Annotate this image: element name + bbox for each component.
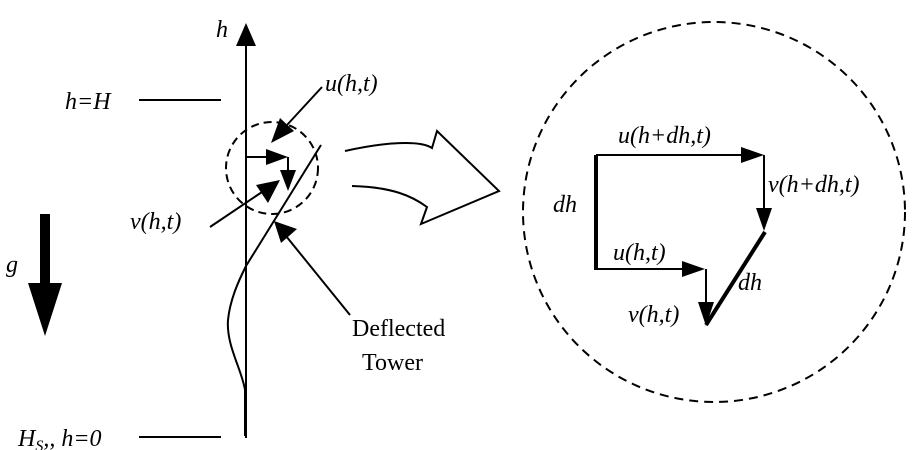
dh-diag-label: dh — [738, 270, 762, 296]
dh-left-label: dh — [553, 192, 577, 218]
v-bottom-label: v(h,t) — [628, 302, 679, 328]
detail-circle-small — [225, 121, 319, 215]
h-axis-label: h — [216, 17, 228, 43]
top-level-label: h=H — [65, 89, 112, 115]
gravity-label: g — [6, 252, 18, 278]
deflected-label-line1: Deflected — [352, 316, 445, 342]
detail-circle-large — [522, 21, 906, 403]
base-label-sub: S — [35, 438, 43, 450]
element-deformed — [704, 230, 767, 327]
zoom-panel: dh u(h+dh,t) v(h+dh,t) u(h,t) v(h,t) dh — [522, 21, 906, 403]
base-label-rest: ,, h=0 — [43, 426, 101, 450]
u-top-arrowhead — [741, 147, 764, 163]
v-leader-line — [209, 191, 263, 228]
small-v-arrowhead — [280, 170, 296, 191]
u-top-label: u(h+dh,t) — [618, 123, 711, 149]
left-panel: h h=H HS,, h=0 g u(h,t) v(h,t) — [6, 17, 445, 450]
tower-leader-line — [285, 235, 351, 316]
tower-leader-arrowhead — [274, 221, 297, 243]
u-leader-line — [286, 86, 323, 126]
curved-block-arrow-icon — [344, 129, 501, 226]
small-u-arrowhead — [266, 149, 288, 165]
v-label: v(h,t) — [130, 209, 181, 235]
v-top-arrowhead — [756, 208, 772, 231]
deflected-label-line2: Tower — [362, 350, 423, 376]
v-top-label: v(h+dh,t) — [768, 172, 860, 198]
deflected-tower-curve — [226, 144, 322, 436]
base-level-label: HS,, h=0 — [17, 426, 102, 450]
u-label: u(h,t) — [325, 71, 378, 97]
gravity-arrow-shaft — [40, 214, 50, 286]
u-bottom-label: u(h,t) — [613, 240, 666, 266]
h-axis-arrowhead — [236, 23, 256, 46]
v-leader-arrowhead — [256, 180, 280, 203]
base-label-main: H — [17, 426, 37, 450]
v-bottom-arrowhead — [698, 302, 714, 326]
down-arrow-icon — [28, 283, 62, 336]
u-bottom-arrowhead — [682, 261, 705, 277]
u-leader-arrowhead — [271, 118, 294, 143]
